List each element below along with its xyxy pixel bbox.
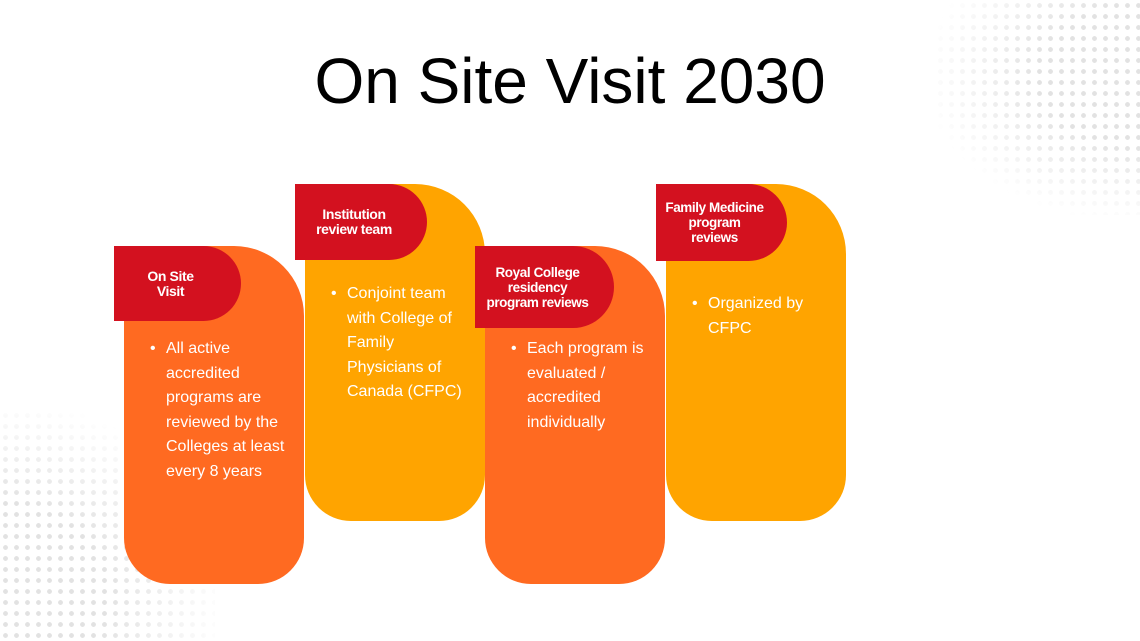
tab-on-site-visit: On Site Visit	[114, 246, 241, 321]
tab-line: residency	[507, 279, 568, 295]
card-bullets: Each program is evaluated / accredited i…	[485, 337, 665, 435]
bullet-item: Conjoint team with College of Family Phy…	[331, 282, 471, 405]
tab-line: Institution	[322, 206, 386, 222]
bullet-item: All active accredited programs are revie…	[150, 337, 290, 484]
tab-line: program reviews	[486, 294, 589, 310]
tab-line: Royal College	[495, 264, 580, 280]
bullet-item: Each program is evaluated / accredited i…	[511, 337, 651, 435]
tab-line: Family Medicine	[665, 200, 764, 215]
tab-line: reviews	[691, 230, 738, 245]
card-bullets: Organized by CFPC	[666, 292, 846, 341]
card-bullets: All active accredited programs are revie…	[124, 337, 304, 484]
bullet-item: Organized by CFPC	[692, 292, 832, 341]
tab-line: Visit	[156, 282, 185, 299]
tab-institution-review-team: Institution review team	[295, 184, 427, 260]
tab-line: review team	[316, 221, 392, 237]
tab-line: program	[688, 215, 741, 230]
tab-family-medicine-program-reviews: Family Medicine program reviews	[656, 184, 787, 261]
card-bullets: Conjoint team with College of Family Phy…	[305, 282, 485, 405]
page-title: On Site Visit 2030	[314, 45, 826, 117]
tab-line: On Site	[147, 267, 194, 284]
tab-royal-college-program-reviews: Royal College residency program reviews	[475, 246, 614, 328]
